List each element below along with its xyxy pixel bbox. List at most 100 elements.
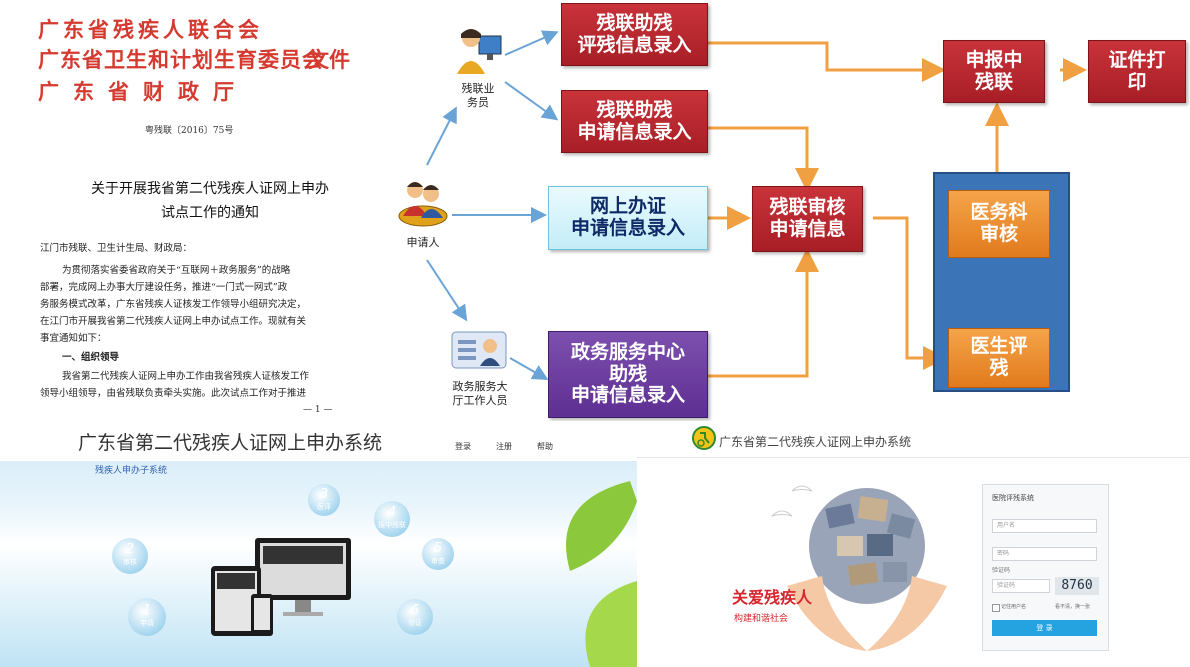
remember-label: 记住用户名 [1001, 604, 1027, 610]
step-bubble-5 [422, 538, 454, 570]
step-bubble-4 [374, 501, 410, 537]
subsystem-label: 残疾人申办子系统 [95, 466, 168, 476]
step-bubble-3 [308, 484, 340, 516]
green-leaf-decoration [566, 481, 637, 667]
username-input[interactable]: 用户名 [992, 519, 1097, 533]
box-fed-assist-apply-line-1: 残联助残 [596, 98, 673, 121]
service-hall-label-line-2: 厅工作人员 [452, 394, 508, 407]
staff-label-line-2: 务员 [467, 96, 489, 109]
applicant-label: 申请人 [406, 236, 440, 249]
nav-help-link[interactable]: 帮助 [537, 442, 553, 451]
box-report-fed-line-1: 申报中 [965, 48, 1023, 71]
box-fed-assist-eval: 残联助残 评残信息录入 [561, 3, 708, 66]
refresh-captcha-link[interactable]: 看不清，换一张 [1055, 604, 1091, 610]
login-panel-title: 医院评残系统 [992, 494, 1034, 502]
box-doctor-eval: 医生评 残 [948, 328, 1050, 388]
photo-globe-hands-illustration [771, 485, 947, 651]
captcha-image[interactable]: 8760 [1055, 577, 1099, 595]
login-button[interactable]: 登 录 [992, 620, 1097, 636]
box-medical-review-line-1: 医务科 [970, 201, 1028, 224]
box-medical-review: 医务科 审核 [948, 190, 1050, 258]
box-service-center-line-3: 申请信息录入 [570, 384, 685, 407]
step-bubble-1 [128, 598, 166, 636]
hospital-system-screenshot: 广东省第二代残疾人证网上申办系统 关爱残疾人 构建和谐社会 医院评残系统 用户名… [637, 421, 1190, 667]
arrow-staff-to-apply [504, 81, 559, 121]
official-notice-document: 广东省残疾人联合会 广东省卫生和计划生育委员会 文件 广东省财政厅 粤残联〔20… [0, 0, 395, 420]
box-print-cert: 证件打 印 [1088, 40, 1186, 103]
nav-register-link[interactable]: 注册 [496, 442, 512, 451]
step-bubble-6 [397, 599, 433, 635]
box-print-cert-line-1: 证件打 [1108, 48, 1166, 71]
service-hall-avatar-icon [450, 330, 510, 372]
step-4-number: 4 [387, 505, 397, 520]
box-online-apply-line-2: 申请信息录入 [570, 217, 685, 239]
box-online-apply: 网上办证 申请信息录入 [548, 186, 708, 250]
top-bar [0, 421, 637, 461]
step-3-label: 医评 [317, 503, 331, 511]
arrow-review-to-doctor [873, 216, 947, 370]
step-2-number: 2 [125, 542, 135, 557]
body-line-3: 务服务模式改革，广东省残疾人证核发工作领导小组研究决定， [40, 299, 307, 310]
step-6-label: 领证 [408, 619, 422, 627]
document-title-line-2: 试点工作的通知 [161, 205, 259, 221]
arrow-applicant-to-hall [426, 259, 468, 322]
section-heading: 一、组织领导 [62, 352, 120, 363]
step-3-number: 3 [319, 487, 329, 502]
box-fed-review-line-1: 残联审核 [769, 196, 846, 219]
remember-checkbox[interactable] [992, 604, 1000, 612]
box-fed-assist-apply: 残联助残 申请信息录入 [561, 90, 708, 153]
step-1-number: 1 [142, 603, 152, 618]
step-bubble-2 [112, 538, 148, 574]
addressee: 江门市残联、卫生计生局、财政局： [40, 243, 193, 254]
arrow-eval-to-report [707, 41, 946, 82]
box-fed-assist-apply-line-2: 申请信息录入 [577, 120, 692, 143]
password-input[interactable]: 密码 [992, 547, 1097, 561]
slogan: 关爱残疾人 [732, 588, 813, 607]
box-report-fed-line-2: 残联 [974, 70, 1013, 93]
devices-illustration [211, 538, 351, 636]
box-fed-review-line-2: 申请信息 [769, 218, 846, 240]
box-fed-assist-eval-line-1: 残联助残 [596, 11, 673, 34]
step-6-number: 6 [410, 603, 420, 618]
header-line-2: 广东省卫生和计划生育委员会 [38, 47, 324, 72]
box-report-fed: 申报中 残联 [943, 40, 1045, 103]
arrow-applicant-to-staff [426, 106, 457, 166]
captcha-label: 验证码 [992, 567, 1011, 574]
staff-avatar-icon [449, 22, 509, 77]
body-line-4: 在江门市开展我省第二代残疾人证网上申办试点工作。现就有关 [40, 316, 307, 327]
arrow-center-to-review [707, 248, 819, 378]
step-4-label: 报中残联 [378, 521, 406, 529]
arrow-hall-to-center [509, 357, 549, 380]
staff-label-line-1: 残联业 [461, 82, 495, 95]
step-2-label: 审核 [123, 558, 137, 566]
box-doctor-eval-line-1: 医生评 [970, 335, 1028, 358]
subslogan: 构建和谐社会 [734, 614, 789, 624]
applicant-avatar-icon [393, 172, 453, 232]
step-5-label: 审查 [431, 557, 445, 565]
header-line-1: 广东省残疾人联合会 [38, 17, 263, 42]
section-line-1: 我省第二代残疾人证网上申办工作由我省残疾人证核发工作 [62, 371, 310, 382]
box-doctor-eval-line-2: 残 [989, 357, 1009, 379]
header-line-3: 广东省财政厅 [38, 79, 248, 104]
body-line-5: 事宜通知如下： [40, 333, 107, 344]
box-online-apply-line-1: 网上办证 [589, 195, 666, 218]
box-service-center: 政务服务中心 助残 申请信息录入 [548, 331, 708, 418]
body-line-2: 部署，完成网上办事大厅建设任务，推进“一门式一网式”政 [40, 282, 288, 293]
header-tag: 文件 [308, 47, 350, 72]
system-title: 广东省第二代残疾人证网上申办系统 [78, 432, 383, 454]
arrow-apply-to-review [707, 126, 819, 192]
arrow-staff-to-eval [504, 30, 559, 56]
captcha-input[interactable]: 验证码 [992, 579, 1050, 593]
system-title: 广东省第二代残疾人证网上申办系统 [719, 435, 912, 449]
divider [637, 457, 1190, 458]
nav-login-link[interactable]: 登录 [455, 442, 471, 451]
box-fed-review: 残联审核 申请信息 [752, 186, 863, 252]
service-hall-label-line-1: 政务服务大 [452, 380, 508, 393]
